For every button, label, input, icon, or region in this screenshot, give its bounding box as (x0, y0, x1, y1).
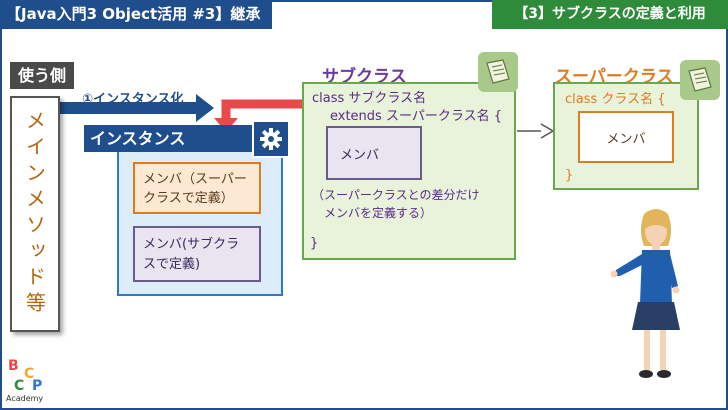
superclass-close-brace: } (565, 168, 574, 183)
gear-icon (252, 120, 290, 158)
instantiate-label: ①インスタンス化 (82, 92, 184, 107)
document-icon (478, 52, 518, 92)
logo-text: Academy (6, 394, 44, 403)
document-icon (680, 60, 720, 100)
caller-label: 使う側 (10, 62, 74, 89)
instantiate-arrow (60, 94, 214, 122)
lecture-title: 【Java入門3 Object活用 #3】継承 (0, 0, 273, 29)
subclass-note: （スーパークラスとの差分だけ メンバを定義する） (312, 186, 480, 222)
instance-member-super: メンバ（スーパークラスで定義） (133, 162, 261, 214)
subclass-note-line2: メンバを定義する） (324, 206, 433, 220)
caller-text: メインメソッド等 (22, 110, 47, 318)
subclass-member: メンバ (326, 126, 422, 180)
section-title: 【3】サブクラスの定義と利用 (492, 0, 728, 29)
caller-box: メインメソッド等 (10, 96, 60, 332)
presenter-illustration (610, 209, 680, 378)
logo-letter-2: C (24, 366, 34, 382)
academy-logo: B C C P (8, 358, 42, 394)
instance-member-sub: メンバ(サブクラスで定義) (133, 226, 261, 282)
subclass-close-brace: } (310, 236, 319, 251)
superclass-line1: class クラス名 { (565, 92, 666, 107)
superclass-member: メンバ (578, 111, 674, 163)
subclass-note-line1: （スーパークラスとの差分だけ (312, 188, 480, 202)
instance-title: インスタンス (84, 125, 254, 152)
inherit-red-arrow (221, 99, 302, 118)
logo-letter-1: B (8, 358, 19, 374)
logo-letter-4: P (32, 378, 42, 394)
subclass-line2: extends スーパークラス名 { (330, 109, 502, 124)
logo-letter-3: C (14, 378, 24, 394)
subclass-line1: class サブクラス名 (312, 91, 427, 106)
extends-arrow-head (540, 123, 555, 139)
